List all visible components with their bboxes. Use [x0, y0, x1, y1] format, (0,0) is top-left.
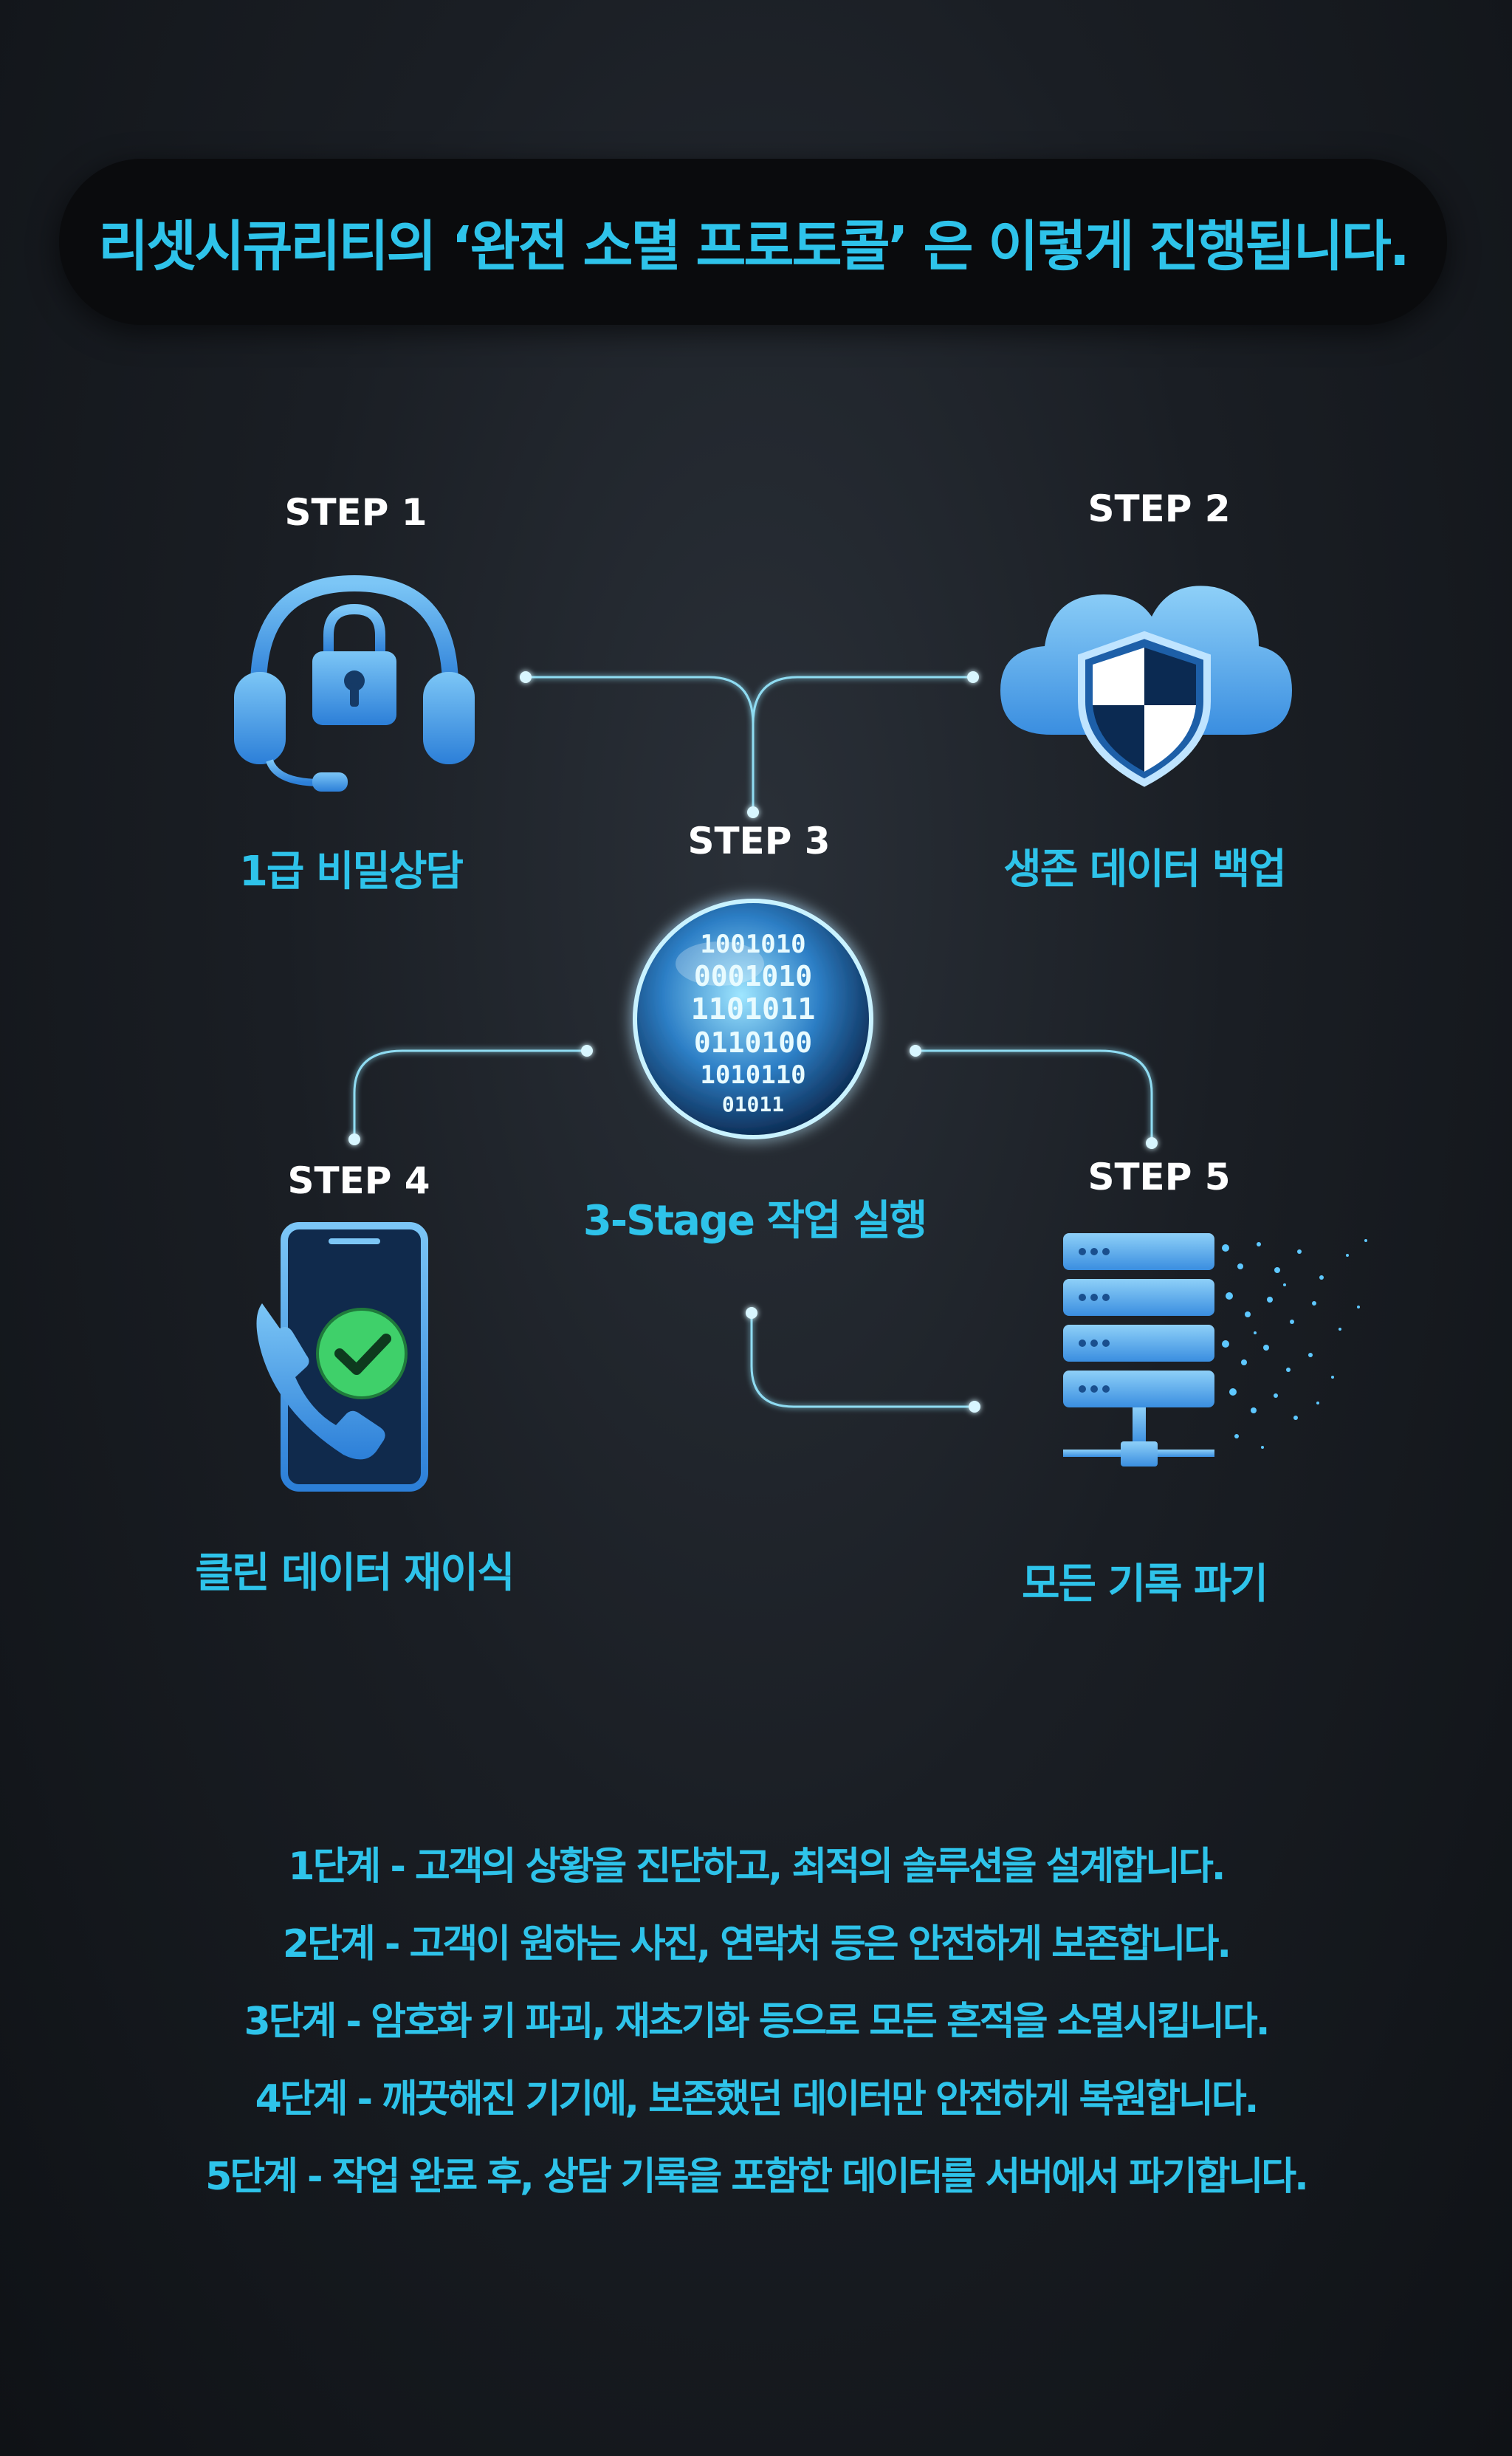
page-title: 리셋시큐리티의 ‘완전 소멸 프로토콜’ 은 이렇게 진행됩니다.	[98, 215, 1410, 278]
step1-label: STEP 1	[284, 491, 427, 534]
title-banner: 리셋시큐리티의 ‘완전 소멸 프로토콜’ 은 이렇게 진행됩니다.	[59, 159, 1447, 325]
sphere-digits-row4: 0110100	[694, 1026, 812, 1059]
step2-label: STEP 2	[1087, 487, 1231, 530]
step4-label: STEP 4	[287, 1159, 430, 1202]
connector-step1-step3	[526, 676, 755, 812]
step2-caption: 생존 데이터 백업	[1003, 845, 1287, 893]
server-dissolve-icon	[1063, 1233, 1367, 1467]
cloud-shield-icon	[1000, 586, 1292, 787]
sphere-digits-row2: 0001010	[694, 960, 812, 992]
connector-step3-step5	[915, 1049, 1153, 1141]
headset-lock-icon	[234, 574, 475, 792]
description-step1: 1단계 - 고객의 상황을 진단하고, 최적의 솔루션을 설계합니다.	[288, 1845, 1226, 1889]
description-step3: 3단계 - 암호화 키 파괴, 재초기화 등으로 모든 흔적을 소멸시킵니다.	[244, 2000, 1270, 2044]
sphere-digits-row6: 01011	[722, 1092, 784, 1116]
step3-caption: 3-Stage 작업 실행	[583, 1197, 927, 1245]
dissolve-particles	[1222, 1239, 1367, 1449]
connector-step5-return	[750, 1313, 975, 1408]
description-step2: 2단계 - 고객이 원하는 사진, 연락처 등은 안전하게 보존합니다.	[282, 1922, 1231, 1966]
sphere-digits-row5: 1010110	[700, 1060, 805, 1090]
binary-sphere-icon: 1001010 0001010 1101011 0110100 1010110 …	[633, 899, 873, 1139]
step5-label: STEP 5	[1087, 1156, 1231, 1198]
step4-caption: 클린 데이터 재이식	[195, 1549, 515, 1597]
sphere-digits-row1: 1001010	[700, 930, 805, 959]
description-step5: 5단계 - 작업 완료 후, 상담 기록을 포함한 데이터를 서버에서 파기합니…	[205, 2155, 1309, 2199]
sphere-digits-row3: 1101011	[691, 992, 816, 1026]
step5-caption: 모든 기록 파기	[1021, 1560, 1268, 1608]
connector-step3-step4	[353, 1049, 587, 1137]
description-step4: 4단계 - 깨끗해진 기기에, 보존했던 데이터만 안전하게 복원합니다.	[255, 2077, 1260, 2121]
connector-step2-step3	[752, 676, 973, 724]
step1-caption: 1급 비밀상담	[238, 848, 464, 896]
phone-check-icon	[256, 1222, 428, 1492]
step3-label: STEP 3	[687, 820, 831, 862]
